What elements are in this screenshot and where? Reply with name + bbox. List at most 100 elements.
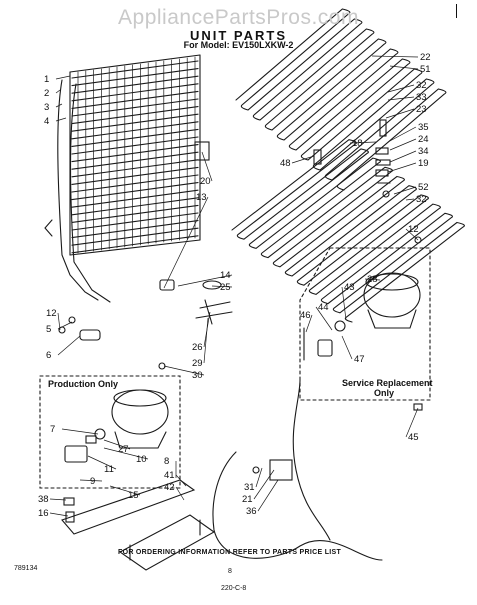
ordering-instruction: FOR ORDERING INFORMATION REFER TO PARTS … [118, 549, 342, 556]
lower-evaporator [231, 139, 465, 323]
leader-line [87, 455, 117, 470]
leader-lines [49, 55, 419, 517]
edge-mark [456, 4, 457, 18]
leader-line [385, 108, 415, 119]
mounting-plates [61, 479, 216, 571]
callout-3: 3 [44, 102, 49, 113]
callout-45: 45 [408, 432, 419, 443]
callout-26: 26 [192, 342, 203, 353]
callout-32: 32 [416, 80, 427, 91]
callout-35: 35 [418, 122, 429, 133]
callout-31: 31 [244, 482, 255, 493]
upper-evaporator [235, 8, 447, 191]
leader-line [253, 469, 275, 500]
leader-line [387, 84, 415, 93]
callout-10: 10 [136, 454, 147, 465]
leader-line [55, 75, 71, 80]
callout-13: 13 [196, 192, 207, 203]
leader-line [389, 138, 417, 151]
leader-line [393, 186, 417, 195]
leader-line [211, 285, 233, 288]
callout-47: 47 [354, 354, 365, 365]
callout-15: 15 [128, 490, 139, 501]
callout-20: 20 [200, 176, 211, 187]
leader-line [57, 321, 73, 330]
leader-line [163, 196, 209, 289]
leader-line [364, 278, 381, 281]
grommet-part [382, 190, 390, 198]
callout-51: 51 [420, 64, 431, 75]
leader-line [389, 65, 419, 70]
condenser-bracket [194, 141, 210, 161]
model-subtitle: For Model: EV150LXKW-2 [183, 40, 294, 50]
service-replacement-label: Service Replacement [342, 378, 433, 388]
evaporator-clip [313, 149, 322, 165]
callout-labels: 2251323323352434195232184820131234122843… [38, 52, 431, 519]
callout-28: 28 [367, 274, 378, 285]
service-replacement-only-label: Only [374, 388, 395, 398]
callout-5: 5 [46, 324, 51, 335]
clip-part [375, 147, 389, 155]
callout-44: 44 [318, 302, 329, 313]
leader-line [305, 314, 313, 333]
tubing-assembly [159, 279, 383, 561]
callout-52: 52 [418, 182, 429, 193]
leader-line [405, 198, 415, 201]
leader-line [387, 126, 417, 143]
callout-2: 2 [44, 88, 49, 99]
production-only-label: Production Only [48, 379, 119, 389]
leader-line [163, 365, 205, 376]
callout-22: 22 [420, 52, 431, 63]
callout-32: 32 [416, 194, 427, 205]
leader-line [405, 228, 419, 241]
service-replacement-box [299, 247, 431, 401]
leader-line [49, 498, 67, 501]
callout-18: 18 [352, 138, 363, 149]
condenser-coil [44, 54, 201, 303]
leader-line [57, 312, 61, 331]
leader-line [55, 117, 67, 122]
callout-16: 16 [38, 508, 49, 519]
leader-line [405, 407, 419, 438]
leader-line [175, 486, 185, 501]
leader-line [315, 306, 333, 331]
leader-line [203, 317, 209, 364]
callout-7: 7 [50, 424, 55, 435]
leader-line [389, 150, 417, 163]
leader-line [201, 151, 213, 182]
hardware-items [58, 236, 423, 523]
callout-34: 34 [418, 146, 429, 157]
callout-12: 12 [408, 224, 419, 235]
callout-25: 25 [220, 282, 231, 293]
callout-43: 43 [344, 282, 355, 293]
leader-line [109, 485, 141, 496]
page-number: 8 [228, 568, 232, 575]
callout-19: 19 [418, 158, 429, 169]
callout-42: 42 [164, 482, 175, 493]
callout-46: 46 [300, 310, 311, 321]
diagram-title: UNIT PARTS [189, 28, 288, 43]
leader-line [387, 162, 417, 173]
leader-line [371, 55, 419, 58]
leader-line [55, 89, 61, 94]
leader-line [175, 474, 187, 487]
leader-line [257, 479, 279, 512]
clip-part [375, 159, 391, 166]
leader-line [55, 103, 63, 108]
screw-part [379, 119, 387, 137]
callout-1: 1 [44, 74, 49, 85]
callout-6: 6 [46, 350, 51, 361]
callout-8: 8 [164, 456, 169, 467]
callout-29: 29 [192, 358, 203, 369]
callout-48: 48 [280, 158, 291, 169]
callout-11: 11 [104, 464, 114, 475]
callout-33: 33 [416, 92, 427, 103]
leader-line [79, 479, 103, 482]
callout-36: 36 [246, 506, 257, 517]
callout-41: 41 [164, 470, 175, 481]
leader-line [49, 512, 69, 517]
leader-line [387, 96, 415, 101]
callout-9: 9 [90, 476, 95, 487]
